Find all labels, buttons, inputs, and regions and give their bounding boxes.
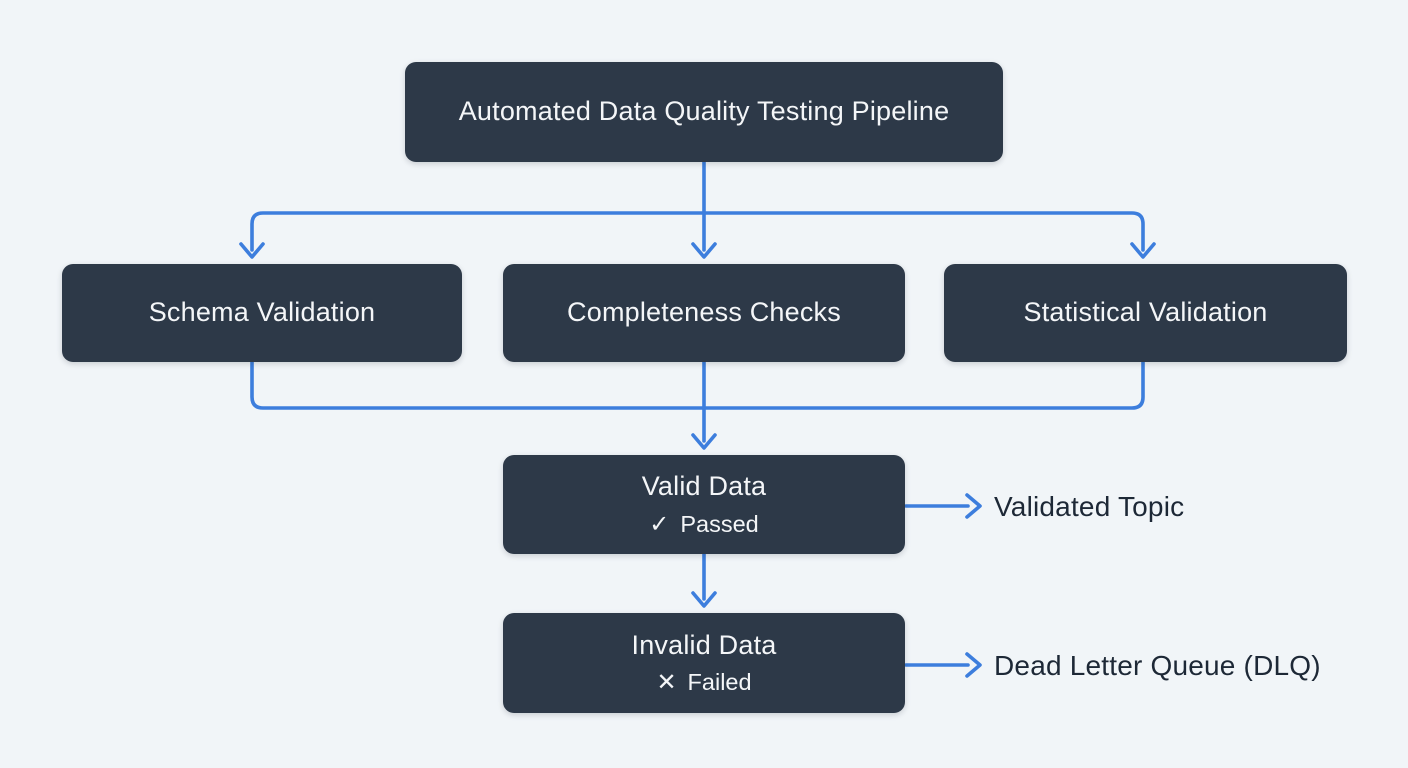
arrowhead-down-statistical [1130,242,1156,259]
validator-node-label: Schema Validation [148,297,376,328]
check-icon: ✓ [649,510,670,538]
validator-node-completeness: Completeness Checks [503,264,905,362]
edge-merge-rail [250,360,1145,410]
outcome-node-valid-data: Valid Data ✓ Passed [503,455,905,554]
validated-topic-label: Validated Topic [994,491,1185,522]
title-node-label: Automated Data Quality Testing Pipeline [458,96,950,127]
title-node: Automated Data Quality Testing Pipeline [405,62,1003,162]
validator-node-statistical: Statistical Validation [944,264,1347,362]
validator-node-label: Completeness Checks [567,297,841,328]
status-line-failed: ✕ Failed [656,668,751,697]
status-text: Passed [680,510,759,537]
arrowhead-right-topic [965,493,982,519]
status-line-passed: ✓ Passed [649,510,759,539]
status-text: Failed [687,669,752,696]
arrowhead-down-valid [691,433,717,450]
arrowhead-down-completeness [691,242,717,259]
validator-node-label: Statistical Validation [1023,297,1268,328]
outcome-node-invalid-data: Invalid Data ✕ Failed [503,613,905,713]
outcome-node-label: Valid Data [641,471,767,502]
validator-node-schema: Schema Validation [62,264,462,362]
arrowhead-right-dlq [965,652,982,678]
x-icon: ✕ [656,669,677,697]
edge-branch-rail [250,211,1145,252]
outcome-node-label: Invalid Data [631,629,777,660]
arrowhead-down-schema [239,242,265,259]
dead-letter-queue-label: Dead Letter Queue (DLQ) [994,650,1321,681]
arrowhead-down-invalid [691,591,717,608]
